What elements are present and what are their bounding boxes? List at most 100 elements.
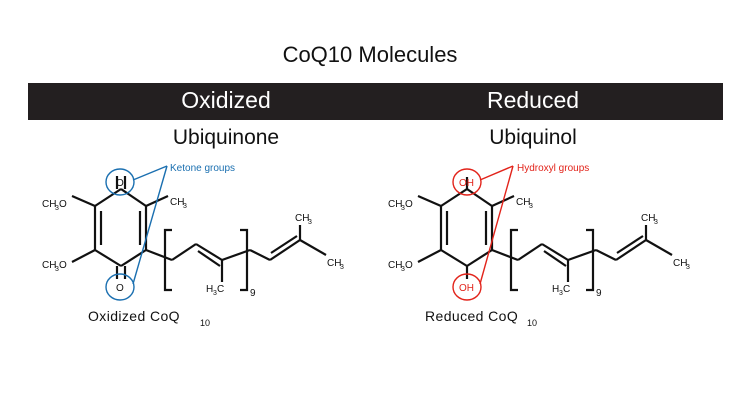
svg-text:3: 3 (55, 205, 59, 212)
svg-text:10: 10 (527, 318, 537, 328)
subtitle-ubiquinol: Ubiquinol (489, 126, 577, 149)
repeat-bracket-left (163, 228, 172, 292)
svg-text:CH: CH (295, 213, 309, 224)
svg-text:O: O (405, 260, 413, 271)
chain-bond (517, 243, 543, 261)
methyl-ring-label: CH 3 (170, 197, 187, 210)
svg-text:CH: CH (42, 260, 56, 271)
svg-text:3: 3 (401, 266, 405, 273)
hydroxyl-pointer (479, 165, 514, 285)
methyl-end-top-label: CH 3 (295, 213, 312, 226)
svg-text:3: 3 (654, 219, 658, 226)
ketone-pointer (132, 165, 168, 181)
svg-text:CH: CH (388, 260, 402, 271)
chain-methyl-bond (645, 239, 673, 256)
svg-text:CH: CH (516, 197, 530, 208)
svg-text:3: 3 (340, 264, 344, 271)
hydroxyl-circle-top (452, 168, 482, 196)
svg-text:CH: CH (42, 199, 56, 210)
ketone-annotation (105, 165, 168, 301)
reduced-caption: Reduced CoQ 10 (425, 308, 537, 328)
methoxy-bond (71, 249, 96, 263)
methoxy-bond (71, 194, 96, 208)
svg-text:3: 3 (55, 266, 59, 273)
hydroxyl-annotation (452, 165, 514, 301)
svg-text:CH: CH (327, 258, 341, 269)
svg-text:O: O (405, 199, 413, 210)
oxidized-molecule (71, 176, 327, 292)
header-bar: Oxidized Reduced (28, 83, 723, 120)
svg-text:3: 3 (559, 290, 563, 297)
repeat-count: 9 (596, 288, 602, 299)
ketone-pointer (132, 165, 168, 285)
svg-text:Reduced CoQ: Reduced CoQ (425, 308, 518, 324)
oxygen-top: O (116, 178, 124, 189)
svg-text:3: 3 (213, 290, 217, 297)
chain-bond (541, 243, 569, 261)
methoxy-bottom-label: CH 3 O (42, 260, 67, 273)
chain-bond (567, 248, 597, 262)
svg-text:3: 3 (686, 264, 690, 271)
hydroxyl-circle-bottom (452, 273, 482, 301)
methyl-end-right-label: CH 3 (327, 258, 344, 271)
methoxy-top-label: CH 3 O (388, 199, 413, 212)
svg-text:3: 3 (183, 203, 187, 210)
chain-double-bond (197, 250, 221, 267)
oxidized-caption: Oxidized CoQ 10 (88, 308, 210, 328)
ring-bond (440, 188, 468, 207)
methoxy-bottom-label: CH 3 O (388, 260, 413, 273)
chain-bond (491, 248, 519, 262)
ring-bond (120, 188, 147, 207)
ketone-circle-top (105, 168, 135, 196)
chain-bond (595, 249, 617, 261)
methyl-ring-label: CH 3 (516, 197, 533, 210)
repeat-bracket-right (240, 228, 249, 292)
ring-bond (440, 249, 468, 267)
oxygen-bottom: O (116, 283, 124, 294)
page-title: CoQ10 Molecules (282, 42, 458, 67)
repeat-bracket-left (509, 228, 518, 292)
svg-text:O: O (59, 199, 67, 210)
chain-bond (269, 239, 301, 261)
methyl-end-top-label: CH 3 (641, 213, 658, 226)
svg-text:Oxidized CoQ: Oxidized CoQ (88, 308, 180, 324)
methoxy-bond (417, 194, 442, 208)
methyl-chain-label: H 3 C (206, 284, 224, 297)
ring-bond (466, 188, 493, 207)
ketone-circle-bottom (105, 273, 135, 301)
hydroxyl-top: OH (459, 178, 474, 189)
chain-bond (195, 243, 223, 261)
ketone-label: Ketone groups (170, 163, 235, 174)
svg-text:10: 10 (200, 318, 210, 328)
chain-double-bond (270, 235, 298, 254)
chain-bond (615, 239, 647, 261)
chain-methyl-bond (299, 239, 327, 256)
ring-bond (466, 249, 493, 267)
repeat-count: 9 (250, 288, 256, 299)
svg-text:O: O (59, 260, 67, 271)
chain-bond (145, 248, 173, 262)
header-reduced: Reduced (486, 87, 580, 113)
ring-bond (94, 188, 122, 207)
methoxy-bond (417, 249, 442, 263)
svg-text:CH: CH (641, 213, 655, 224)
svg-text:H: H (206, 284, 213, 295)
svg-text:H: H (552, 284, 559, 295)
hydroxyl-pointer (479, 165, 514, 181)
chain-bond (171, 243, 197, 261)
svg-text:3: 3 (529, 203, 533, 210)
repeat-bracket-right (586, 228, 595, 292)
header-oxidized: Oxidized (181, 87, 271, 113)
hydroxyl-bottom: OH (459, 283, 474, 294)
methoxy-top-label: CH 3 O (42, 199, 67, 212)
svg-text:C: C (563, 284, 570, 295)
ring-bond (94, 249, 122, 267)
svg-text:C: C (217, 284, 224, 295)
svg-text:3: 3 (401, 205, 405, 212)
chain-double-bond (543, 250, 567, 267)
subtitle-ubiquinone: Ubiquinone (172, 126, 280, 149)
svg-text:CH: CH (170, 197, 184, 208)
hydroxyl-label: Hydroxyl groups (517, 163, 589, 174)
chain-bond (249, 249, 271, 261)
